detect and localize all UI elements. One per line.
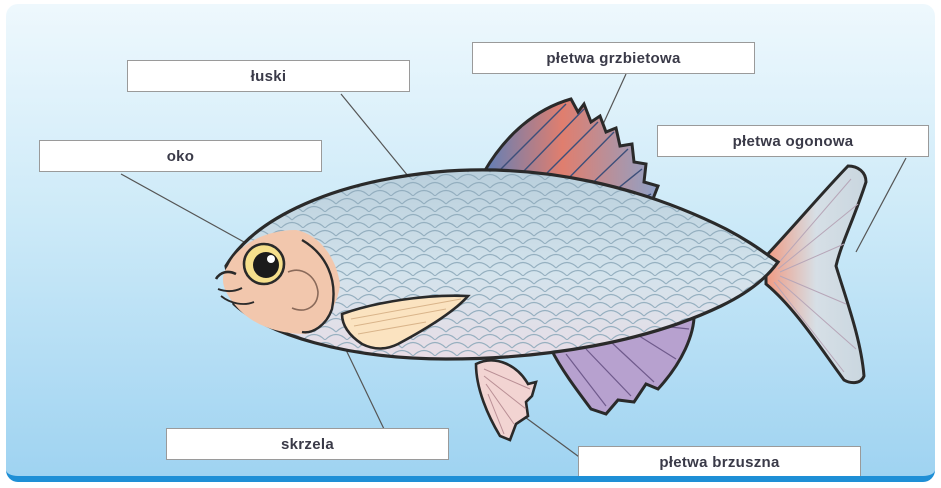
label-luski: łuski — [127, 60, 410, 92]
label-oko: oko — [39, 140, 322, 172]
label-pletwa-ogonowa: płetwa ogonowa — [657, 125, 929, 157]
label-pletwa-grzbietowa: płetwa grzbietowa — [472, 42, 755, 74]
tail-fin — [766, 166, 866, 383]
eye-icon — [244, 244, 284, 284]
belly-fin — [476, 360, 536, 440]
label-skrzela: skrzela — [166, 428, 449, 460]
label-pletwa-brzuszna: płetwa brzuszna — [578, 446, 861, 478]
diagram-panel: łuski oko płetwa grzbietowa płetwa ogono… — [6, 4, 935, 482]
